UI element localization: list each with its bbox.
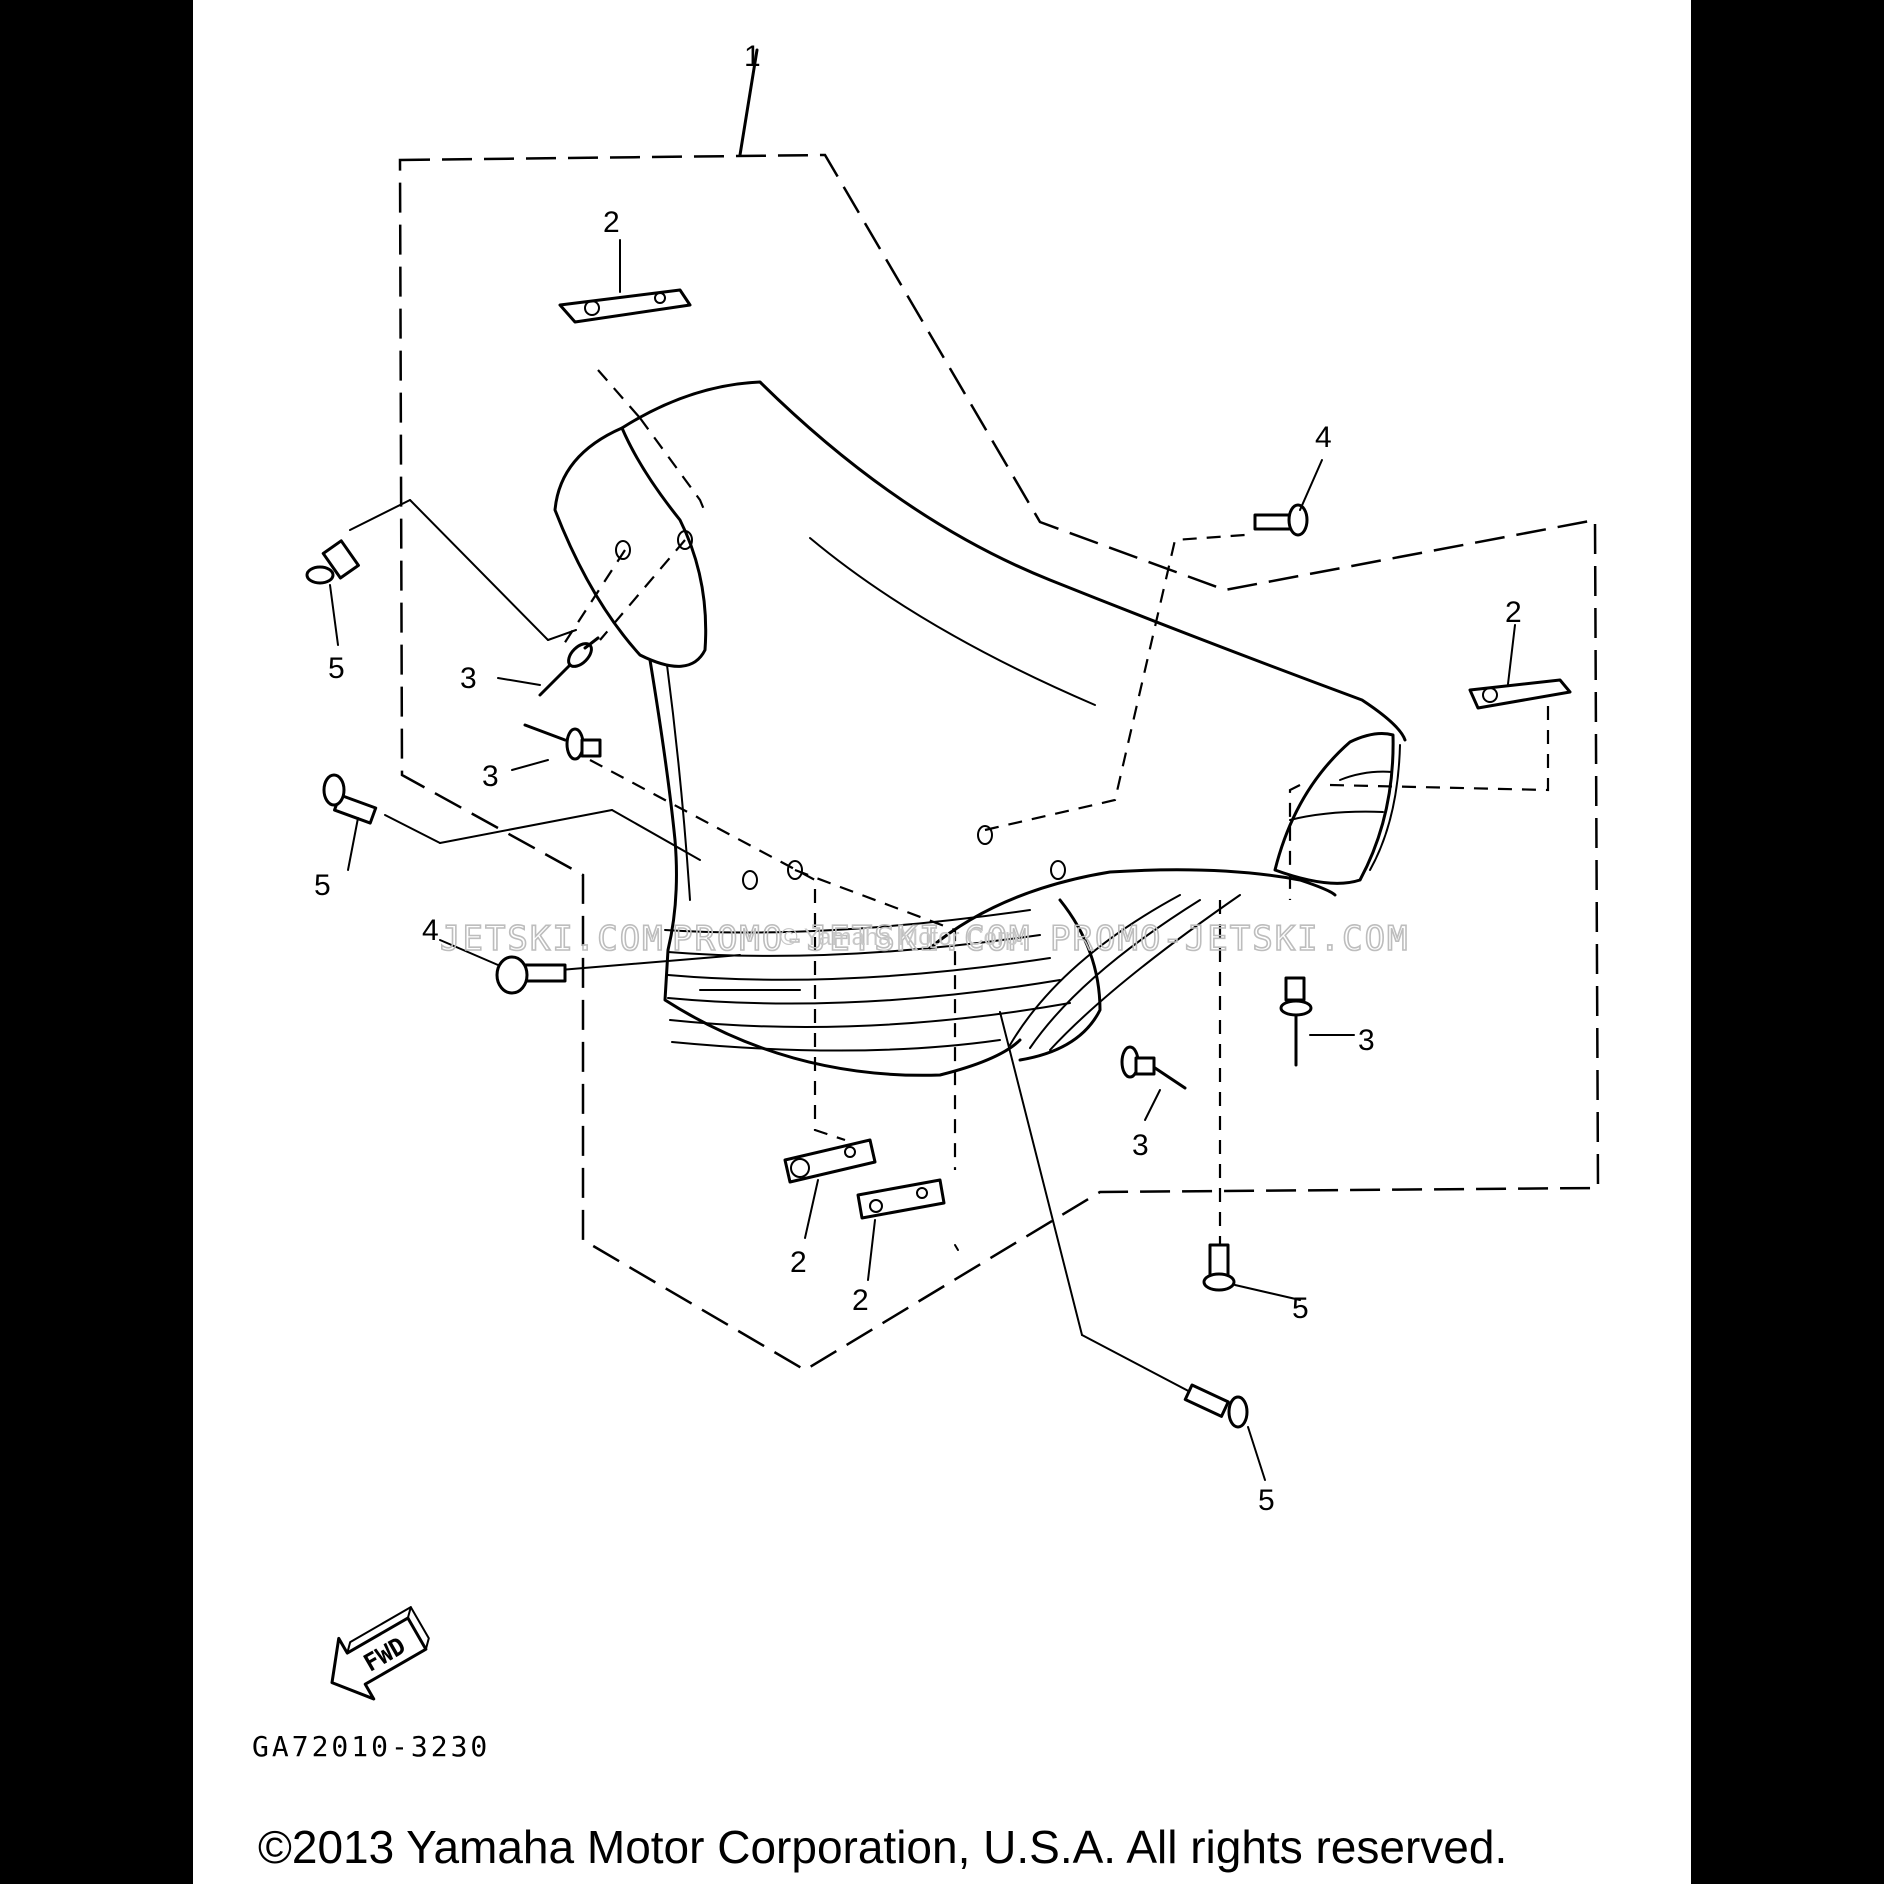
- callout-4-left: 4: [422, 914, 439, 947]
- watermark-left: JETSKI.COM: [440, 919, 665, 959]
- rivet-bottom: [1120, 1045, 1187, 1090]
- callout-numbers: 1 2 2 2 2 3 3 3 3 4 4 5 5 5 5: [314, 40, 1522, 1517]
- callout-2-top: 2: [603, 206, 620, 239]
- callout-2-bottom-b: 2: [852, 1284, 869, 1317]
- rivet-mid-left: [523, 723, 602, 761]
- rivet-top-left: [538, 636, 600, 697]
- callout-3-right: 3: [1358, 1024, 1375, 1057]
- watermark-center: PROMO-JETSKI.COM: [672, 919, 1032, 959]
- plate-right: [1468, 678, 1572, 710]
- leader-lines: [349, 369, 1550, 1406]
- part-1-boundary: [398, 48, 1600, 1372]
- rivet-right: [1279, 976, 1313, 1067]
- watermark-overlay: © Yamaha Motor Corp.: [780, 924, 1025, 951]
- callout-5-lower-right: 5: [1258, 1484, 1275, 1517]
- callout-3-mid-left: 3: [482, 760, 499, 793]
- plate-bottom-a: [783, 1138, 877, 1184]
- callout-5-mid-left: 5: [314, 869, 331, 902]
- callout-2-bottom-a: 2: [790, 1246, 807, 1279]
- callout-4-top-right: 4: [1315, 421, 1332, 454]
- copyright-notice: ©2013 Yamaha Motor Corporation, U.S.A. A…: [258, 1821, 1508, 1873]
- drawing-number: GA72010-3230: [252, 1730, 491, 1763]
- screw-left: [495, 955, 567, 995]
- callout-5-top-left: 5: [328, 652, 345, 685]
- callout-2-right: 2: [1505, 596, 1522, 629]
- plate-top: [558, 288, 692, 324]
- fwd-arrow-icon: FWD: [330, 1606, 430, 1701]
- seat-body: [553, 380, 1407, 1077]
- bolt-bottom-right: [1202, 1243, 1236, 1292]
- plate-bottom-b: [856, 1178, 946, 1220]
- callout-1: 1: [744, 40, 761, 73]
- watermark-right: PROMO-JETSKI.COM: [1050, 919, 1410, 959]
- callout-5-bottom-right: 5: [1292, 1292, 1309, 1325]
- bolt-top-left: [305, 539, 360, 585]
- bolt-mid-left: [322, 773, 378, 825]
- callout-3-top-left: 3: [460, 662, 477, 695]
- bolt-lower-right: [1183, 1383, 1249, 1429]
- callout-leaders: [329, 239, 1516, 1481]
- screw-top-right: [1253, 503, 1309, 537]
- callout-3-bottom: 3: [1132, 1129, 1149, 1162]
- watermark: JETSKI.COM PROMO-JETSKI.COM PROMO-JETSKI…: [439, 918, 1410, 960]
